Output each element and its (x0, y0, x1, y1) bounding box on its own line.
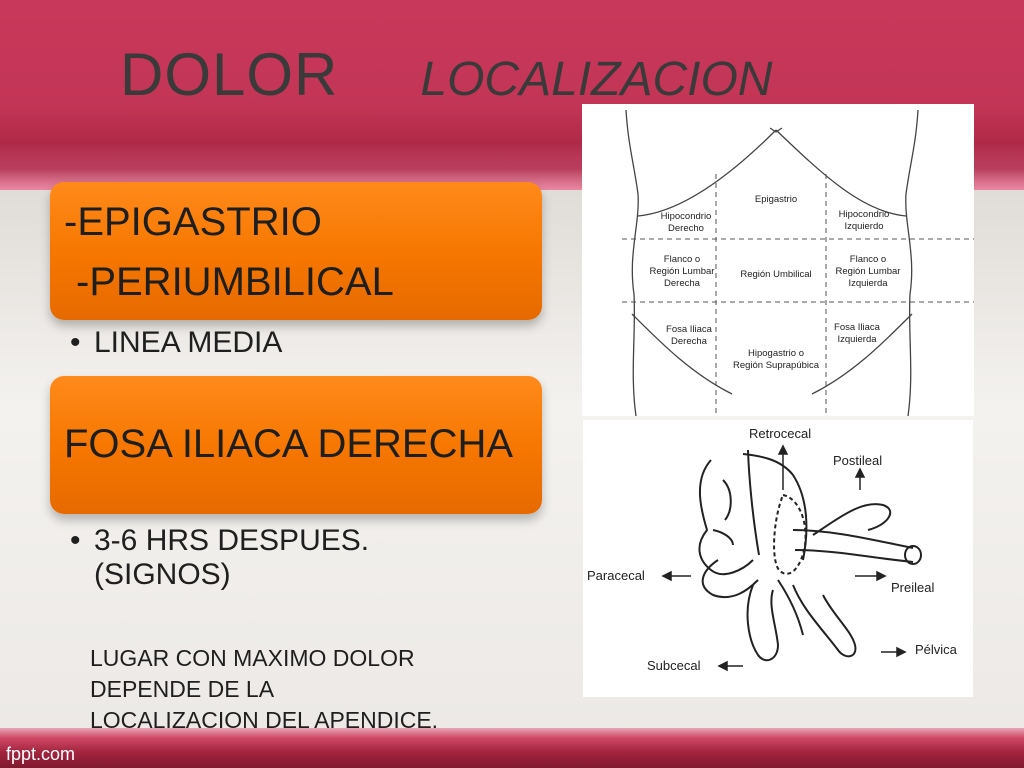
title-main: DOLOR (120, 41, 339, 108)
note-line-2: DEPENDE DE LA (90, 676, 275, 702)
appendix-note: LUGAR CON MAXIMO DOLOR DEPENDE DE LA LOC… (90, 643, 438, 736)
note-line-1: LUGAR CON MAXIMO DOLOR (90, 645, 415, 671)
bullet-time-line2: (SIGNOS) (94, 558, 231, 591)
title-sub: LOCALIZACION (420, 53, 773, 106)
region-hipocondrio-izquierdo-2: Izquierdo (844, 221, 883, 232)
label-postileal: Postileal (833, 453, 882, 468)
region-flanco-izquierdo-2: Región Lumbar (836, 266, 901, 277)
region-flanco-derecho-2: Región Lumbar (650, 266, 715, 277)
footer-brand: fppt.com (6, 744, 76, 764)
bullet-dot: • (70, 326, 81, 359)
region-flanco-izquierdo-3: Izquierda (848, 278, 888, 289)
bullet-time-line1: 3-6 HRS DESPUES. (94, 524, 370, 557)
box2-label: FOSA ILIACA DERECHA (64, 422, 514, 466)
region-hipogastrio-2: Región Suprapúbica (733, 360, 820, 371)
box1-line2: -PERIUMBILICAL (76, 260, 394, 304)
region-fosa-izquierda-1: Fosa Iliaca (834, 322, 881, 333)
box1-line1: -EPIGASTRIO (64, 200, 322, 244)
region-fosa-derecha-2: Derecha (671, 336, 708, 347)
region-hipogastrio-1: Hipogastrio o (748, 348, 804, 359)
region-hipocondrio-derecho-2: Derecho (668, 223, 704, 234)
label-preileal: Preileal (891, 580, 934, 595)
region-hipocondrio-derecho-1: Hipocondrio (661, 211, 712, 222)
region-epigastrio: Epigastrio (755, 194, 797, 205)
slide-title: DOLOR LOCALIZACION (120, 40, 772, 109)
bullet-linea-media-text: LINEA MEDIA (94, 326, 283, 359)
region-umbilical: Región Umbilical (740, 269, 811, 280)
bullet-dot: • (70, 524, 81, 557)
region-flanco-izquierdo-1: Flanco o (850, 254, 886, 265)
footer-band (0, 728, 1024, 768)
label-subcecal: Subcecal (647, 658, 701, 673)
label-retrocecal: Retrocecal (749, 426, 811, 441)
region-fosa-izquierda-2: Izquierda (837, 334, 877, 345)
note-line-3: LOCALIZACION DEL APENDICE. (90, 707, 439, 733)
region-hipocondrio-izquierdo-1: Hipocondrio (839, 209, 890, 220)
location-box-midline: -EPIGASTRIO -PERIUMBILICAL (50, 182, 542, 320)
appendix-positions-figure: Retrocecal Postileal Paracecal Preileal … (583, 420, 973, 697)
label-pelvica: Pélvica (915, 642, 958, 657)
label-paracecal: Paracecal (587, 568, 645, 583)
region-flanco-derecho-1: Flanco o (664, 254, 700, 265)
region-fosa-derecha-1: Fosa Iliaca (666, 324, 713, 335)
region-flanco-derecho-3: Derecha (664, 278, 701, 289)
location-box-fosa-iliaca: FOSA ILIACA DERECHA (50, 376, 542, 514)
